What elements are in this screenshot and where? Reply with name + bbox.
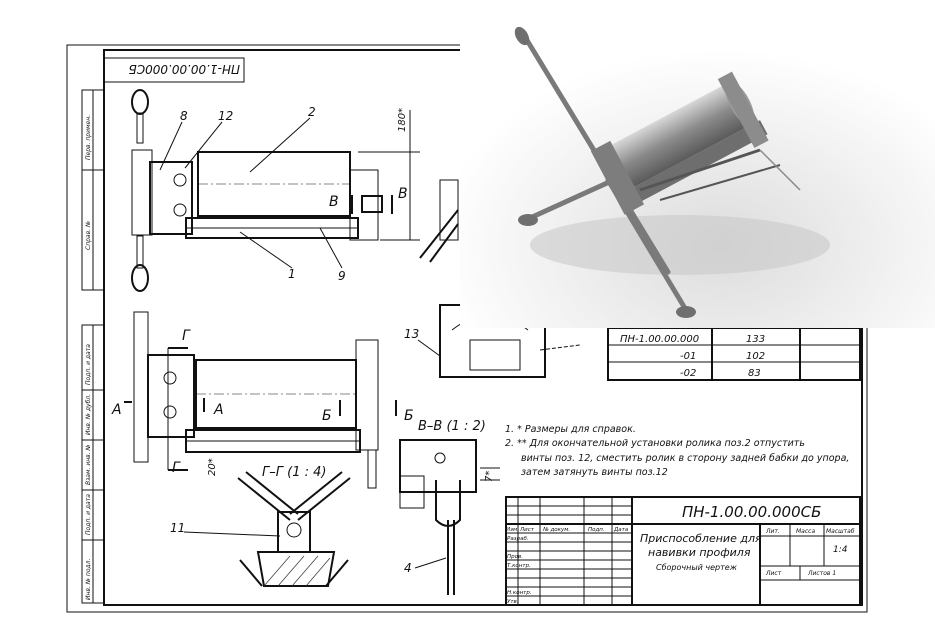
tb-row-label: Разраб. [507,536,529,542]
tb-col-header: Подп. [588,527,605,533]
tb-col-header: Дата [613,527,629,533]
callout-2: 2 [308,105,316,119]
tb-row-label: Утв. [507,599,519,605]
callout-1: 1 [288,267,296,281]
tb-row-label: Пров. [507,554,523,560]
tb-sheets-label: Листов 1 [807,570,836,577]
dim-7: 7* [484,471,495,482]
section-letter-bb: Б [404,408,414,424]
section-letter-a: А [213,402,224,418]
rotated-code: ПН-1.00.00.000СБ [128,62,240,76]
dim-20: 20* [207,458,218,476]
front-view: Г Г А А Б Б 20* [111,311,414,489]
section-letter-a: А [111,402,122,418]
render-frame [639,148,761,192]
callout-9: 9 [338,269,346,283]
tb-row-label: Т.контр. [507,563,531,569]
tb-mass-header: Масса [796,528,815,535]
variant-value: 133 [746,334,765,345]
technical-notes: 1. * Размеры для справок. 2. ** Для окон… [505,424,849,478]
note-line: винты поз. 12, сместить ролик в сторону … [521,453,849,464]
section-gg: Г–Г (1 : 4) 11 [170,465,351,587]
side-label: Справ. № [85,221,92,250]
render-frame [659,164,781,201]
tb-code: ПН-1.00.00.000СБ [682,503,821,521]
side-label: Инв. № дубл. [85,394,92,435]
side-label: Инв. № подл. [85,559,92,600]
render-shadow [530,215,830,275]
callout-11: 11 [170,521,185,535]
rotated-code-box: ПН-1.00.00.000СБ [103,57,245,83]
section-letter-bb: Б [322,408,332,424]
tb-doc-type: Сборочный чертеж [656,563,738,572]
section-letter-g: Г [172,460,181,476]
section-letter-g: Г [182,328,191,344]
3d-render-photo [460,0,935,328]
tb-row-label: Н.контр. [507,590,532,596]
render-knob [676,306,696,318]
note-line: затем затянуть винты поз.12 [521,467,668,478]
tb-col-header: № докум. [542,527,570,533]
tb-name-line1: Приспособление для [640,532,762,545]
tb-scale-header: Масштаб [826,528,855,535]
tb-col-header: Лист [519,527,535,533]
variants-table: ПН-1.00.00.000 133 -01 102 -02 83 [607,327,861,381]
side-label: Подп. и дата [85,494,92,535]
top-view: 180* В В [131,89,420,292]
render-knob [518,214,538,226]
callout-8: 8 [180,109,188,123]
section-gg-title: Г–Г (1 : 4) [262,465,326,480]
tb-scale-value: 1:4 [833,545,848,555]
callout-4: 4 [404,561,412,575]
side-label: Взам. инв. № [85,444,92,485]
side-label: Подп. и дата [85,344,92,385]
tb-col-header: Изм. [506,527,519,533]
title-block: Изм. Лист № докум. Подп. Дата Разраб. Пр… [505,496,861,606]
variant-value: 102 [746,351,765,362]
tb-sheet-label: Лист [765,570,782,577]
note-line: 1. * Размеры для справок. [505,424,636,435]
left-margin-strip: Перв. примен. Справ. № Подп. и дата Инв.… [81,89,105,604]
callout-12: 12 [218,109,233,123]
section-letter-b: В [398,186,408,202]
callout-13: 13 [404,327,419,341]
variant-code: ПН-1.00.00.000 [620,334,699,345]
render-knob [514,26,530,46]
dim-180: 180* [397,108,408,132]
note-line: 2. ** Для окончательной установки ролика… [505,438,805,449]
tb-lit-header: Лит. [765,528,780,535]
callouts-top: 8 12 2 1 9 [159,105,346,283]
section-vv-title: В–В (1 : 2) [418,419,486,434]
variant-value: 83 [748,368,761,379]
variant-code: -02 [680,368,696,379]
section-vv: В–В (1 : 2) 4 7* [399,419,500,595]
variant-code: -01 [680,351,696,362]
section-letter-b: В [329,194,339,210]
tb-name-line2: навивки профиля [648,546,751,559]
side-label: Перв. примен. [85,115,92,160]
render-frame [759,149,801,191]
render-body [590,71,769,215]
